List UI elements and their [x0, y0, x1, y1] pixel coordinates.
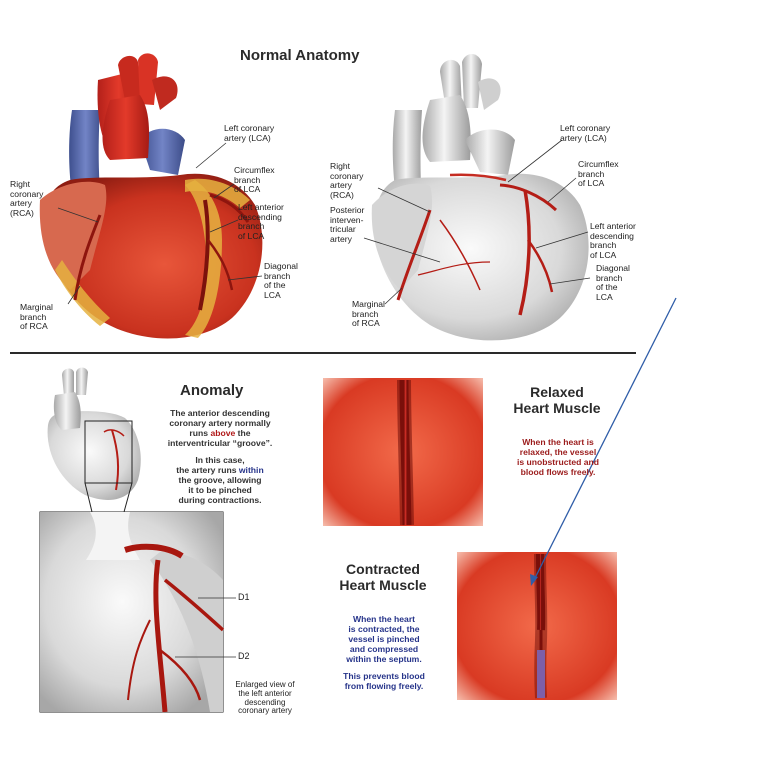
emphasis-above: above — [210, 428, 236, 438]
relaxed-title: Relaxed Heart Muscle — [513, 384, 601, 416]
label-right-rca: Right coronary artery (RCA) — [330, 161, 364, 200]
label-right-posterior: Posterior interven- tricular artery — [330, 205, 365, 244]
label-right-diagonal: Diagonal branch of the LCA — [596, 263, 630, 302]
anomaly-title: Anomaly — [180, 382, 244, 399]
enlarged-view-caption: Enlarged view of the left anterior desce… — [235, 680, 295, 716]
anomaly-enlarged-view — [39, 511, 236, 713]
left-leader-lines — [57, 142, 263, 305]
label-right-marginal: Marginal branch of RCA — [352, 299, 385, 329]
anomaly-text-case: In this case, the artery runs within the… — [176, 455, 264, 505]
label-left-lad: Left anterior descending branch of LCA — [238, 202, 284, 241]
anomaly-small-heart — [47, 367, 141, 513]
contracted-text: When the heart is contracted, the vessel… — [346, 614, 422, 664]
annotation-arrow — [530, 297, 677, 586]
label-left-lca: Left coronary artery (LCA) — [224, 123, 275, 143]
label-left-circumflex: Circumflex branch of LCA — [234, 165, 275, 195]
contracted-title: Contracted Heart Muscle — [339, 561, 427, 593]
emphasis-within: within — [238, 465, 264, 475]
anomaly-text-normal: The anterior descending coronary artery … — [167, 408, 273, 448]
label-right-lca: Left coronary artery (LCA) — [560, 123, 611, 143]
grey-heart — [371, 53, 589, 341]
section-divider — [10, 352, 636, 354]
label-right-lad: Left anterior descending branch of LCA — [590, 221, 636, 260]
contracted-text-prevents: This prevents blood from flowing freely. — [343, 671, 425, 691]
relaxed-muscle-panel — [323, 378, 483, 526]
label-left-rca: Right coronary artery (RCA) — [10, 179, 44, 218]
label-right-circumflex: Circumflex branch of LCA — [578, 159, 619, 189]
label-d1: D1 — [238, 592, 250, 602]
label-left-marginal: Marginal branch of RCA — [20, 302, 53, 332]
label-d2: D2 — [238, 651, 250, 661]
label-left-diagonal: Diagonal branch of the LCA — [264, 261, 298, 300]
colored-heart — [39, 53, 263, 339]
normal-anatomy-title: Normal Anatomy — [240, 47, 360, 64]
relaxed-text: When the heart is relaxed, the vessel is… — [516, 437, 600, 477]
right-leader-lines — [363, 139, 591, 305]
